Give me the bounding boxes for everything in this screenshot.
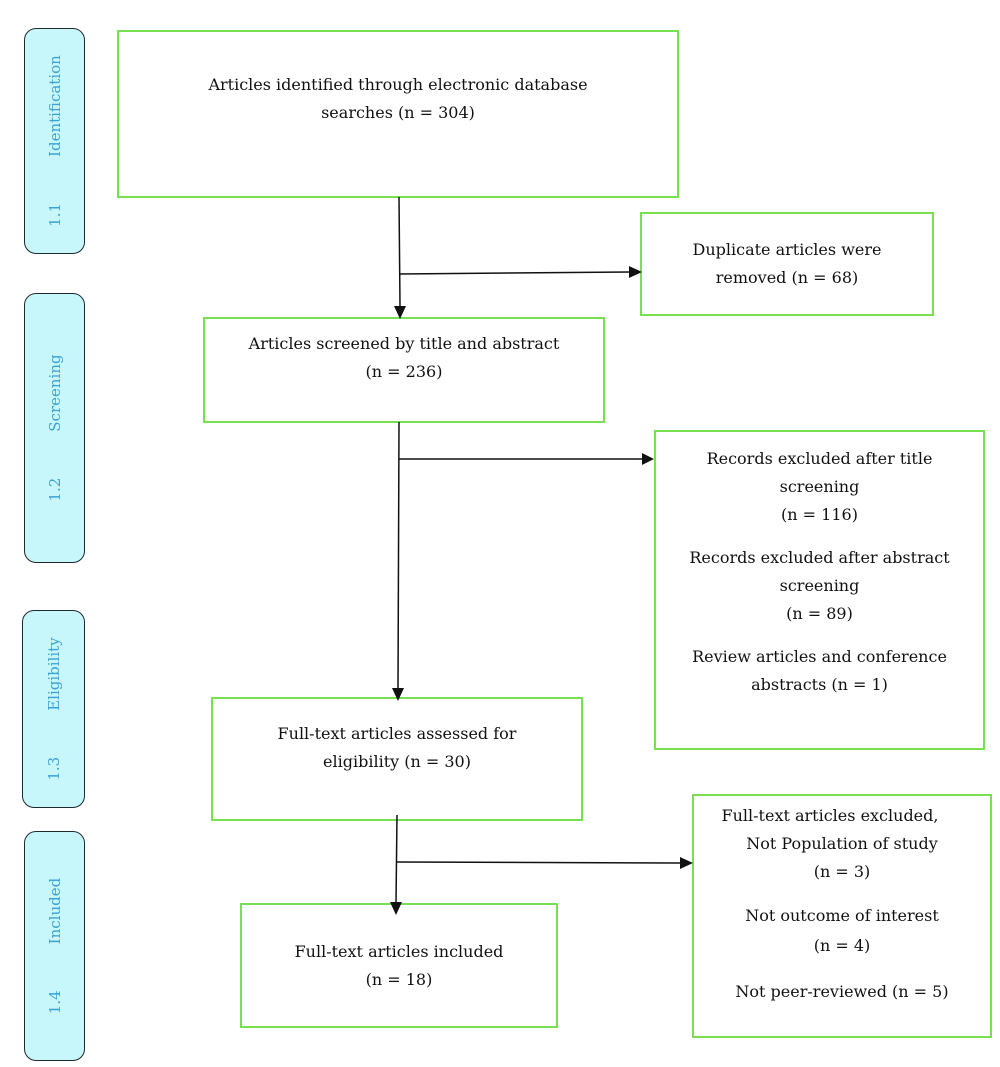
box-line: (n = 18) <box>365 969 433 989</box>
box-line: removed (n = 68) <box>715 268 859 287</box>
box-included: Full-text articles included (n = 18) <box>240 903 558 1028</box>
box-line: (n = 89) <box>786 604 853 623</box>
box-line: (n = 116) <box>781 505 858 524</box>
box-line: Full-text articles excluded, <box>721 806 939 825</box>
box-identified: Articles identified through electronic d… <box>117 30 679 198</box>
box-line: Full-text articles included <box>294 941 504 961</box>
box-line: Full-text articles assessed for <box>277 724 517 743</box>
arrowhead-down <box>394 306 406 319</box>
box-line: Duplicate articles were <box>692 240 882 259</box>
box-line: searches (n = 304) <box>321 103 475 122</box>
arrow-screened-to-assessed <box>397 421 400 689</box>
box-line: (n = 3) <box>813 862 871 881</box>
box-line: (n = 236) <box>365 362 443 381</box>
arrow-to-duplicates <box>398 271 630 275</box>
box-line: Records excluded after abstract <box>689 548 950 567</box>
box-line: Not peer-reviewed (n = 5) <box>735 982 949 1001</box>
box-line: eligibility (n = 30) <box>323 752 471 771</box>
arrowhead-right <box>680 857 693 869</box>
arrowhead-right <box>642 453 654 465</box>
box-duplicates-removed: Duplicate articles were removed (n = 68) <box>640 212 934 316</box>
box-records-excluded: Records excluded after title screening (… <box>654 430 985 750</box>
arrowhead-down <box>390 902 402 915</box>
box-screened: Articles screened by title and abstract … <box>203 317 605 423</box>
arrow-to-fulltext-excluded <box>396 861 681 864</box>
arrowhead-down <box>392 688 404 701</box>
box-line: Articles screened by title and abstract <box>248 334 560 353</box>
box-line: Records excluded after title <box>706 449 933 468</box>
box-line: screening <box>779 477 860 496</box>
box-line: (n = 4) <box>813 936 871 955</box>
box-fulltext-excluded: Full-text articles excluded, Not Populat… <box>692 794 992 1038</box>
arrow-identified-to-screened <box>398 196 401 307</box>
arrow-assessed-to-included <box>395 814 398 904</box>
box-line: abstracts (n = 1) <box>751 675 888 694</box>
box-line: Review articles and conference <box>692 647 947 666</box>
box-line: Articles identified through electronic d… <box>208 75 588 94</box>
box-line: Not Population of study <box>746 834 938 853</box>
box-line: screening <box>779 576 860 595</box>
arrowhead-right <box>629 266 642 278</box>
box-line: Not outcome of interest <box>745 906 939 925</box>
